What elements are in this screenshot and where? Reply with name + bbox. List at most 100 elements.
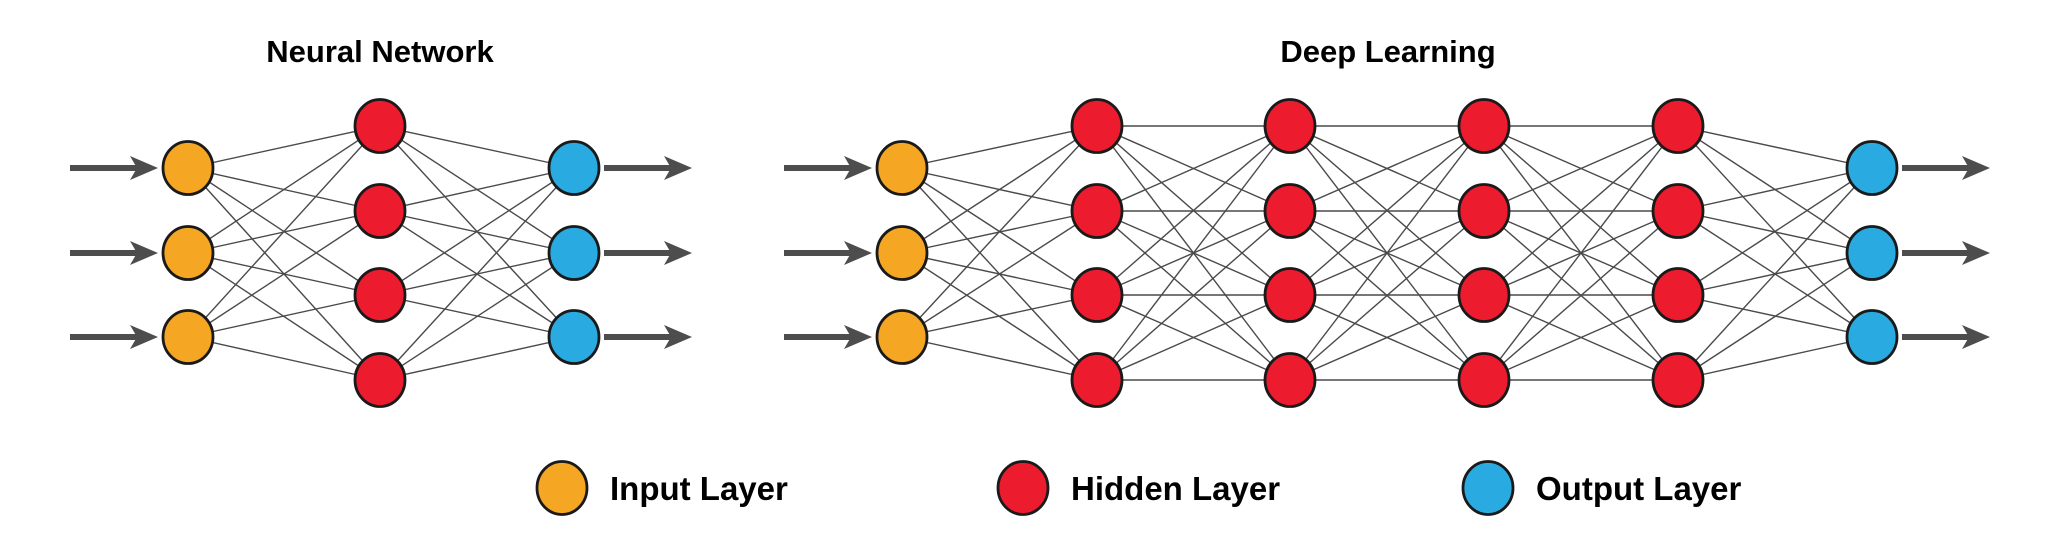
output-arrow-head-icon (664, 241, 692, 265)
input-arrow-head-icon (130, 241, 158, 265)
input-arrow-head-icon (844, 241, 872, 265)
connection-line (1677, 125, 1873, 169)
hidden-node (1070, 267, 1124, 323)
input-node (161, 225, 215, 281)
hidden-node (1263, 267, 1317, 323)
input-node (875, 140, 929, 196)
output-arrow-head-icon (664, 156, 692, 180)
connection-line (1289, 125, 1485, 381)
output-arrow (1902, 325, 1990, 349)
output-arrow (604, 325, 692, 349)
output-arrow (604, 241, 692, 265)
output-layer-swatch-icon (1461, 460, 1515, 516)
connection-line (1096, 125, 1291, 381)
hidden-node (1070, 98, 1124, 154)
output-node (1845, 140, 1899, 196)
connection-line (1289, 125, 1485, 296)
connection-line (379, 336, 575, 381)
hidden-node (1651, 183, 1705, 239)
input-arrow-head-icon (130, 325, 158, 349)
connection-line (901, 125, 1098, 254)
hidden-node (1263, 98, 1317, 154)
connection-line (187, 125, 381, 254)
input-arrow (784, 325, 872, 349)
connection-line (1483, 210, 1679, 381)
output-arrow-head-icon (1962, 325, 1990, 349)
connection-line (1096, 125, 1291, 296)
connection-line (187, 125, 381, 338)
input-arrow (784, 156, 872, 180)
connection-line (379, 167, 575, 296)
input-arrow (784, 241, 872, 265)
connection-line (187, 125, 381, 169)
connection-line (379, 167, 575, 381)
connection-line (901, 125, 1098, 338)
input-arrow (70, 156, 158, 180)
connection-line (1483, 125, 1679, 381)
input-arrow (70, 241, 158, 265)
connection-line (187, 336, 381, 381)
output-node (1845, 309, 1899, 365)
hidden-node (1070, 183, 1124, 239)
hidden-node (1263, 352, 1317, 408)
connection-line (1677, 167, 1873, 296)
hidden-node (1651, 352, 1705, 408)
connection-line (1483, 125, 1679, 212)
connection-line (1096, 294, 1291, 381)
legend: Input Layer Hidden Layer Output Layer (535, 460, 1742, 516)
connection-line (901, 294, 1098, 338)
input-arrow-head-icon (844, 156, 872, 180)
connection-line (1096, 125, 1291, 212)
hidden-node (353, 98, 407, 154)
input-node (875, 309, 929, 365)
legend-hidden-layer-label: Hidden Layer (1071, 470, 1280, 507)
connection-line (1096, 210, 1291, 381)
connection-line (379, 125, 575, 169)
hidden-node (1070, 352, 1124, 408)
input-arrow-head-icon (844, 325, 872, 349)
connection-line (379, 167, 575, 212)
output-arrow-head-icon (1962, 241, 1990, 265)
hidden-node (353, 352, 407, 408)
hidden-node (1457, 267, 1511, 323)
output-node (547, 309, 601, 365)
connection-line (1289, 294, 1485, 381)
hidden-node (1651, 267, 1705, 323)
legend-input-layer-label: Input Layer (610, 470, 788, 507)
output-arrow (1902, 241, 1990, 265)
deep-learning-title: Deep Learning (1280, 34, 1495, 69)
connection-line (901, 336, 1098, 381)
output-node (547, 225, 601, 281)
connection-line (901, 210, 1098, 338)
connection-line (1677, 252, 1873, 381)
output-node (1845, 225, 1899, 281)
output-node (547, 140, 601, 196)
input-arrow-head-icon (130, 156, 158, 180)
hidden-layer-swatch-icon (996, 460, 1050, 516)
output-arrow (1902, 156, 1990, 180)
output-arrow (604, 156, 692, 180)
output-arrow-head-icon (1962, 156, 1990, 180)
hidden-node (1457, 98, 1511, 154)
hidden-node (353, 183, 407, 239)
connection-line (187, 210, 381, 338)
input-node (161, 140, 215, 196)
connection-line (1289, 125, 1485, 212)
connection-line (187, 294, 381, 338)
network-deep-learning (784, 98, 1990, 408)
input-layer-swatch-icon (535, 460, 589, 516)
network-neural-network (70, 98, 692, 408)
hidden-node (1651, 98, 1705, 154)
connection-line (1483, 294, 1679, 381)
hidden-node (1263, 183, 1317, 239)
hidden-node (1457, 183, 1511, 239)
connection-line (901, 125, 1098, 169)
connection-line (1677, 167, 1873, 381)
connection-line (1677, 336, 1873, 381)
neural-network-title: Neural Network (266, 34, 494, 69)
connection-line (1289, 210, 1485, 381)
legend-output-layer-label: Output Layer (1536, 470, 1742, 507)
hidden-node (1457, 352, 1511, 408)
input-node (875, 225, 929, 281)
